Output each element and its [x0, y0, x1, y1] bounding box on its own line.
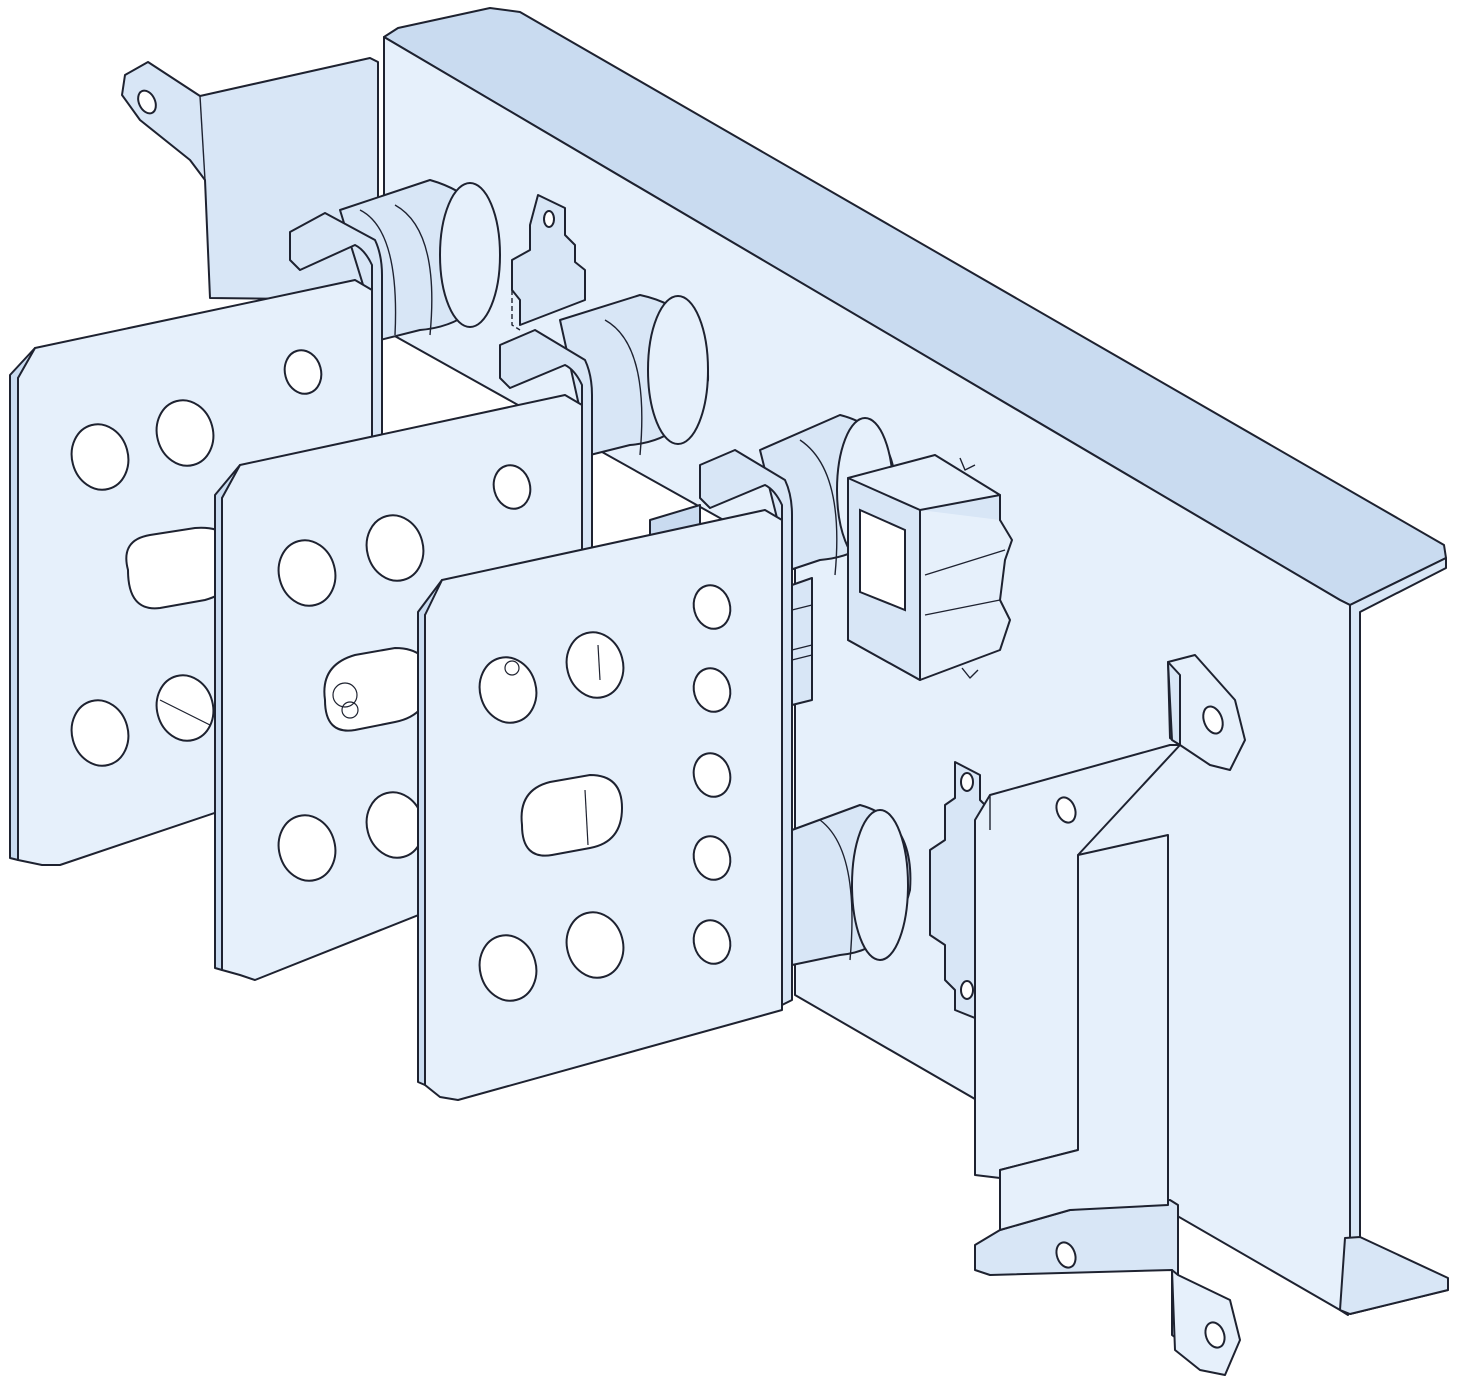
bracket-right-lower — [974, 744, 1241, 1376]
clip-upper — [511, 194, 586, 331]
busbar-right — [417, 449, 793, 1101]
bracket-right-upper — [1167, 654, 1246, 771]
plate-bottom-return — [1339, 1236, 1449, 1315]
bracket-top-left-hole — [137, 89, 157, 115]
insulator-bottom-right — [791, 804, 912, 966]
terminal-stack — [791, 577, 813, 706]
bracket-top-left — [121, 57, 379, 301]
insulator-top-middle — [559, 294, 710, 456]
auxiliary-connector-block — [847, 454, 1013, 681]
plate-right-return — [1349, 557, 1449, 1315]
